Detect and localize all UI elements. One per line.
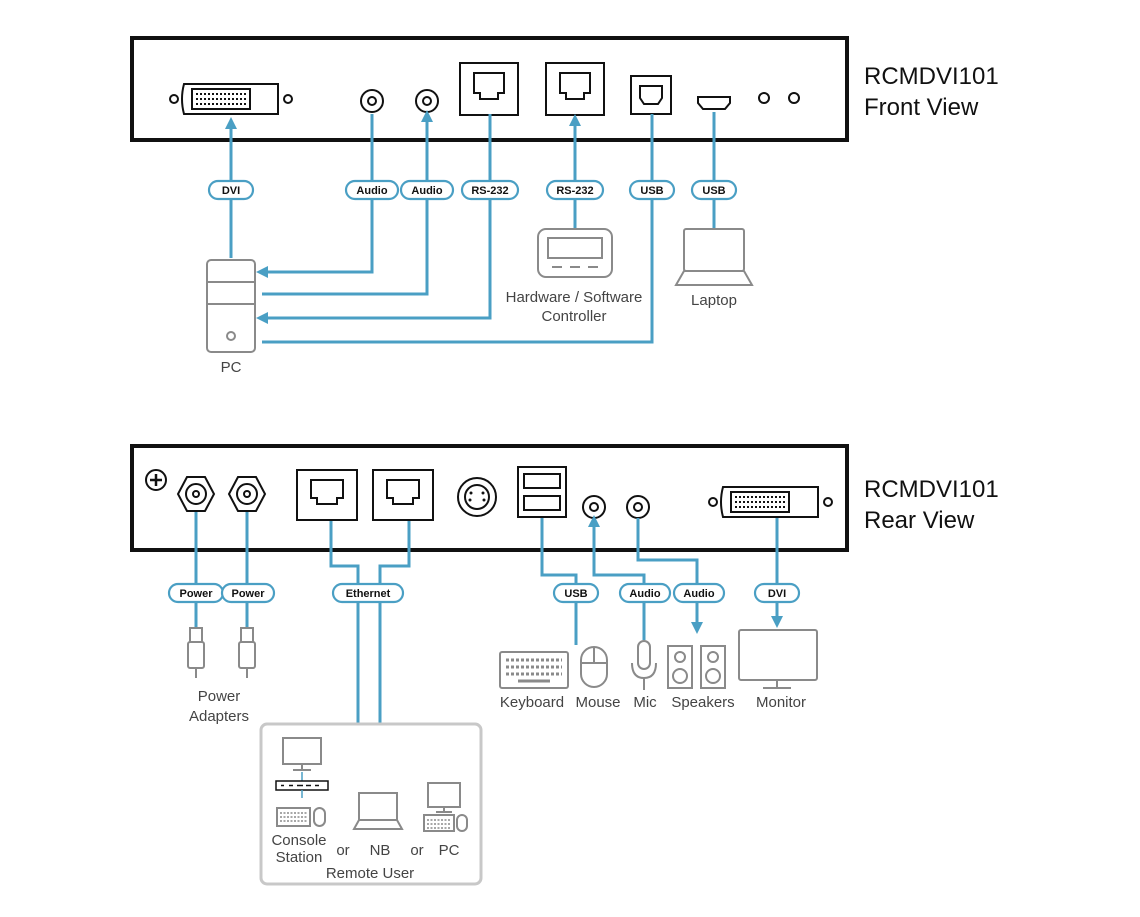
mouse-icon bbox=[580, 646, 608, 688]
console-station-icon bbox=[275, 737, 329, 827]
monitor-icon bbox=[738, 629, 818, 689]
keyboard-icon bbox=[499, 651, 569, 689]
mouse-label: Mouse bbox=[575, 694, 620, 711]
pc-tower-icon bbox=[206, 259, 256, 353]
front-usb-pill-2: USB bbox=[690, 179, 738, 201]
front-audio-cable-1 bbox=[256, 114, 374, 278]
monitor-label: Monitor bbox=[756, 694, 806, 711]
front-rs232-pill-2: RS-232 bbox=[545, 179, 605, 201]
front-model-title: RCMDVI101 bbox=[864, 63, 999, 90]
rear-ps2-port bbox=[457, 477, 497, 517]
front-rs232-pill-1: RS-232 bbox=[460, 179, 520, 201]
front-dvi-port bbox=[169, 83, 293, 115]
svg-text:USB: USB bbox=[640, 185, 663, 197]
mic-label: Mic bbox=[633, 694, 657, 711]
svg-text:RS-232: RS-232 bbox=[556, 185, 593, 197]
remote-user-title: Remote User bbox=[326, 865, 414, 882]
or-label-2: or bbox=[410, 842, 423, 859]
laptop-icon bbox=[674, 228, 754, 286]
rear-dvi-pill: DVI bbox=[753, 582, 801, 604]
front-hdmi-port bbox=[697, 96, 731, 110]
rear-rj45-port-1 bbox=[296, 469, 358, 521]
rear-usb-cable bbox=[540, 518, 578, 645]
rear-ethernet-cable-1 bbox=[329, 521, 360, 724]
svg-text:USB: USB bbox=[702, 185, 725, 197]
front-led-2 bbox=[788, 92, 800, 104]
rear-panel bbox=[130, 444, 849, 552]
rear-audio-pill-mic: Audio bbox=[618, 582, 672, 604]
rear-rj45-port-2 bbox=[372, 469, 434, 521]
remote-pc-icon bbox=[423, 782, 468, 832]
rear-model-title: RCMDVI101 bbox=[864, 476, 999, 503]
rear-power-pill-1: Power bbox=[167, 582, 225, 604]
console-label-line2: Station bbox=[276, 849, 323, 866]
console-label-line1: Console bbox=[271, 832, 326, 849]
front-audio-pill-2: Audio bbox=[399, 179, 455, 201]
rear-power-jack-2 bbox=[227, 476, 267, 512]
front-dvi-pill: DVI bbox=[207, 179, 255, 201]
power-adapters-label-line2: Adapters bbox=[189, 708, 249, 725]
svg-text:Power: Power bbox=[231, 588, 265, 600]
rear-usb-a-ports bbox=[517, 466, 567, 518]
front-audio-pill-1: Audio bbox=[344, 179, 400, 201]
or-label-1: or bbox=[336, 842, 349, 859]
power-adapter-icon-2 bbox=[238, 627, 256, 678]
svg-text:Power: Power bbox=[179, 588, 213, 600]
svg-text:Audio: Audio bbox=[629, 588, 660, 600]
front-audio-cable-2 bbox=[262, 110, 433, 296]
front-audio-jack-1 bbox=[360, 89, 384, 113]
laptop-label: Laptop bbox=[691, 292, 737, 309]
svg-text:Ethernet: Ethernet bbox=[346, 588, 391, 600]
svg-text:Audio: Audio bbox=[411, 185, 442, 197]
speakers-label: Speakers bbox=[671, 694, 734, 711]
notebook-icon bbox=[352, 792, 404, 830]
svg-text:Audio: Audio bbox=[683, 588, 714, 600]
front-led-1 bbox=[758, 92, 770, 104]
remote-pc-label: PC bbox=[439, 842, 460, 859]
svg-text:DVI: DVI bbox=[222, 185, 240, 197]
rear-power-jack-1 bbox=[176, 476, 216, 512]
speakers-icon bbox=[667, 645, 726, 689]
rear-mic-cable bbox=[588, 515, 646, 640]
front-usb-pill-1: USB bbox=[628, 179, 676, 201]
ground-screw-icon bbox=[145, 469, 167, 491]
nb-label: NB bbox=[370, 842, 391, 859]
controller-label-line2: Controller bbox=[541, 308, 606, 325]
rear-power-pill-2: Power bbox=[220, 582, 276, 604]
keyboard-label: Keyboard bbox=[500, 694, 564, 711]
power-adapters-label-line1: Power bbox=[198, 688, 241, 705]
power-adapter-icon-1 bbox=[187, 627, 205, 678]
svg-text:Audio: Audio bbox=[356, 185, 387, 197]
rear-audio-pill-speakers: Audio bbox=[672, 582, 726, 604]
front-rs232-cable-pc bbox=[256, 114, 492, 324]
rear-ethernet-pill: Ethernet bbox=[331, 582, 405, 604]
pc-label: PC bbox=[221, 359, 242, 376]
rear-ethernet-cable-2 bbox=[378, 521, 411, 724]
svg-text:USB: USB bbox=[564, 588, 587, 600]
rear-usb-pill: USB bbox=[552, 582, 600, 604]
controller-icon bbox=[537, 228, 613, 278]
rear-dvi-port bbox=[708, 486, 833, 518]
controller-label-line1: Hardware / Software bbox=[506, 289, 643, 306]
svg-text:RS-232: RS-232 bbox=[471, 185, 508, 197]
front-view-title: Front View bbox=[864, 94, 979, 121]
microphone-icon bbox=[631, 640, 657, 690]
svg-text:DVI: DVI bbox=[768, 588, 786, 600]
rear-view-title: Rear View bbox=[864, 507, 975, 534]
